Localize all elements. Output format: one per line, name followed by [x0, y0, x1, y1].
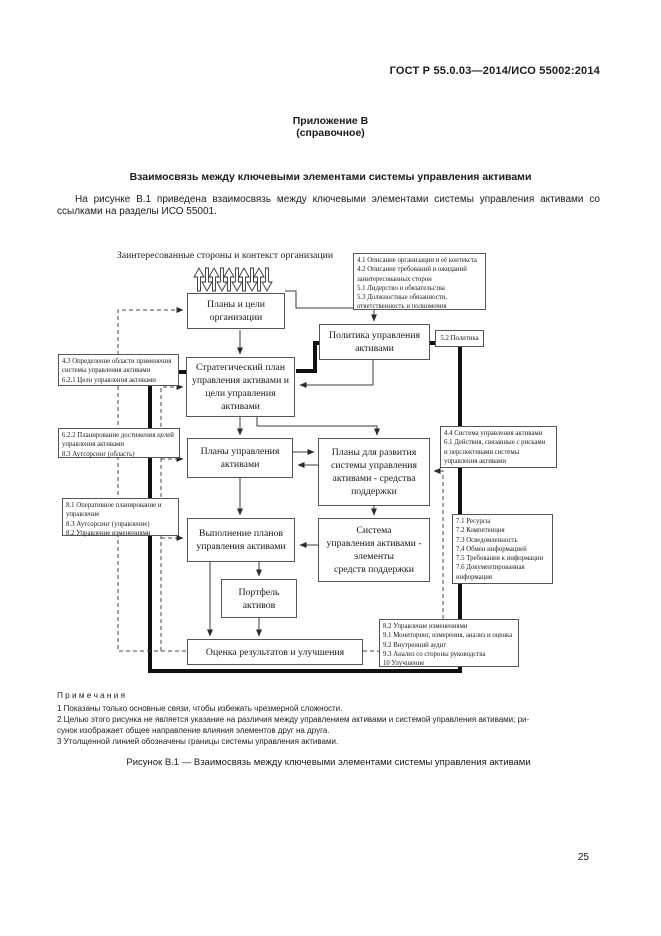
stakeholders-context-label: Заинтересованные стороны и контекст орга… [116, 250, 334, 261]
appendix-label: Приложение В [292, 115, 369, 127]
section-title: Взаимосвязь между ключевыми элементами с… [129, 171, 532, 183]
dashed-feedback-connectors [117, 307, 444, 652]
note-item-2: 2 Целью этого рисунка не является указан… [57, 715, 530, 735]
ref-evaluation-improvement: 8.2 Управление изменениями 9.1 Мониторин… [379, 619, 519, 667]
ref-planning-outsourcing: 6.2.2 Планирование достижения целей упра… [58, 428, 180, 458]
intro-paragraph: На рисунке В.1 приведена взаимосвязь меж… [57, 194, 600, 217]
ref-scope-objectives: 4.3 Определение области применения систе… [58, 354, 179, 386]
note-item-1: 1 Показаны только основные связи, чтобы … [57, 704, 343, 713]
ref-operational-planning: 8.1 Оперативное планирование и управлени… [62, 498, 179, 537]
note-item-3: 3 Утолщенной линией обозначены границы с… [57, 737, 339, 746]
box-ams-support-elements: Система управления активами - элементы с… [318, 518, 430, 582]
ref-ams-risks: 4.4 Система управления активами 6.1 Дейс… [440, 426, 557, 468]
box-am-policy: Политика управления активами [319, 324, 430, 360]
page-number: 25 [577, 852, 589, 863]
standard-designation: ГОСТ Р 55.0.03—2014/ИСО 55002:2014 [389, 65, 600, 77]
box-ams-development-plans: Планы для развития системы управления ак… [318, 438, 430, 506]
solid-connectors [207, 290, 380, 637]
box-asset-portfolio: Портфель активов [221, 579, 297, 618]
figure-caption: Рисунок В.1 — Взаимосвязь между ключевым… [126, 757, 531, 768]
appendix-kind: (справочное) [296, 127, 365, 139]
ref-support-elements: 7.1 Ресурсы 7.2 Компетенция 7.3 Осведомл… [452, 514, 553, 584]
ref-policy: 5.2 Политика [435, 330, 484, 347]
box-plans-implementation: Выполнение планов управления активами [187, 518, 295, 562]
notes-heading: П р и м е ч а н и я [57, 691, 126, 700]
box-evaluation-improvement: Оценка результатов и улучшения [187, 639, 363, 665]
box-am-plans: Планы управления активами [187, 438, 293, 478]
box-strategic-am-plan: Стратегический план управления активами … [186, 357, 295, 417]
stakeholder-exchange-arrows-icon [193, 267, 273, 292]
box-organizational-plans: Планы и цели организации [187, 293, 285, 329]
ref-context-leadership: 4.1 Описание организации и её контекста … [353, 253, 486, 310]
